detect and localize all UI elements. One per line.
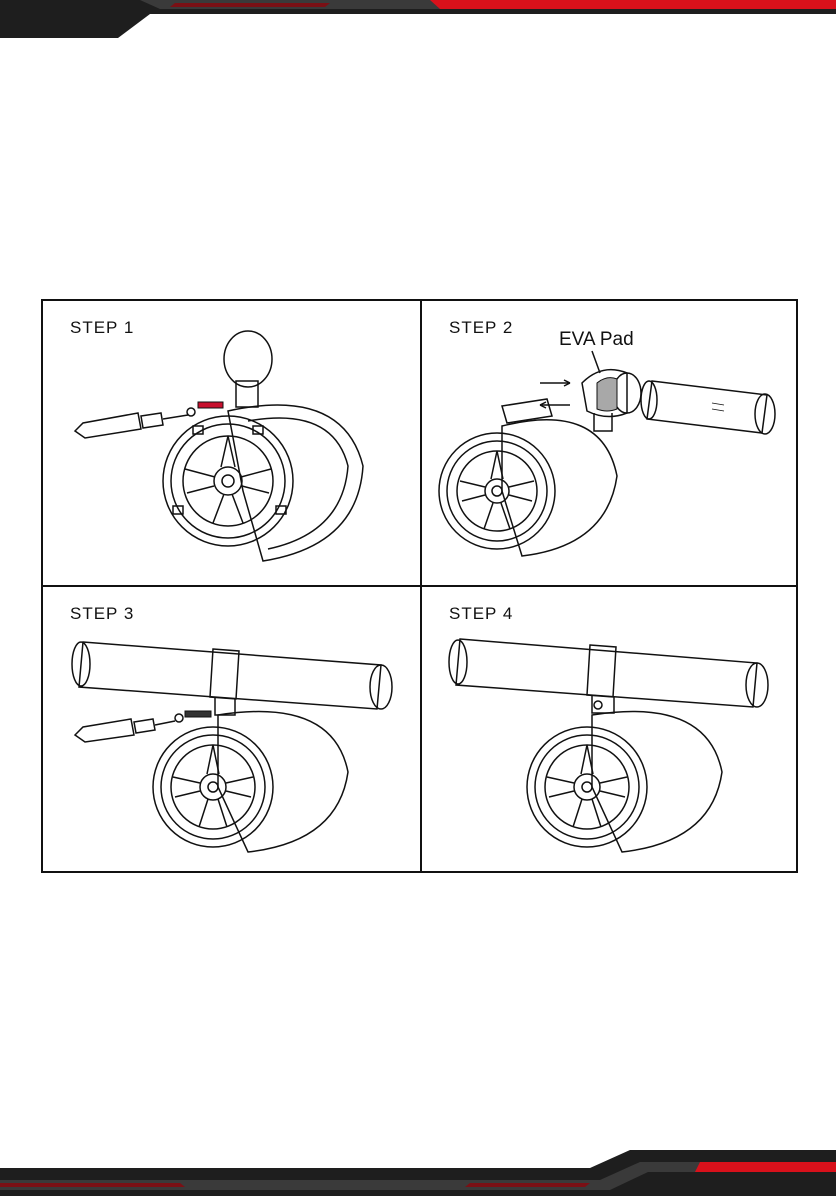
step-3-illustration <box>43 587 420 871</box>
step-1-panel: STEP 1 <box>43 301 420 585</box>
step-1-illustration <box>43 301 420 585</box>
step-4-illustration <box>422 587 796 871</box>
step-2-illustration <box>422 301 796 585</box>
top-banner <box>0 0 836 40</box>
installation-steps-grid: STEP 1 <box>41 299 798 873</box>
step-2-panel: STEP 2 EVA Pad <box>422 301 796 585</box>
step-3-panel: STEP 3 <box>43 587 420 871</box>
bottom-banner <box>0 1150 836 1196</box>
step-4-panel: STEP 4 <box>422 587 796 871</box>
